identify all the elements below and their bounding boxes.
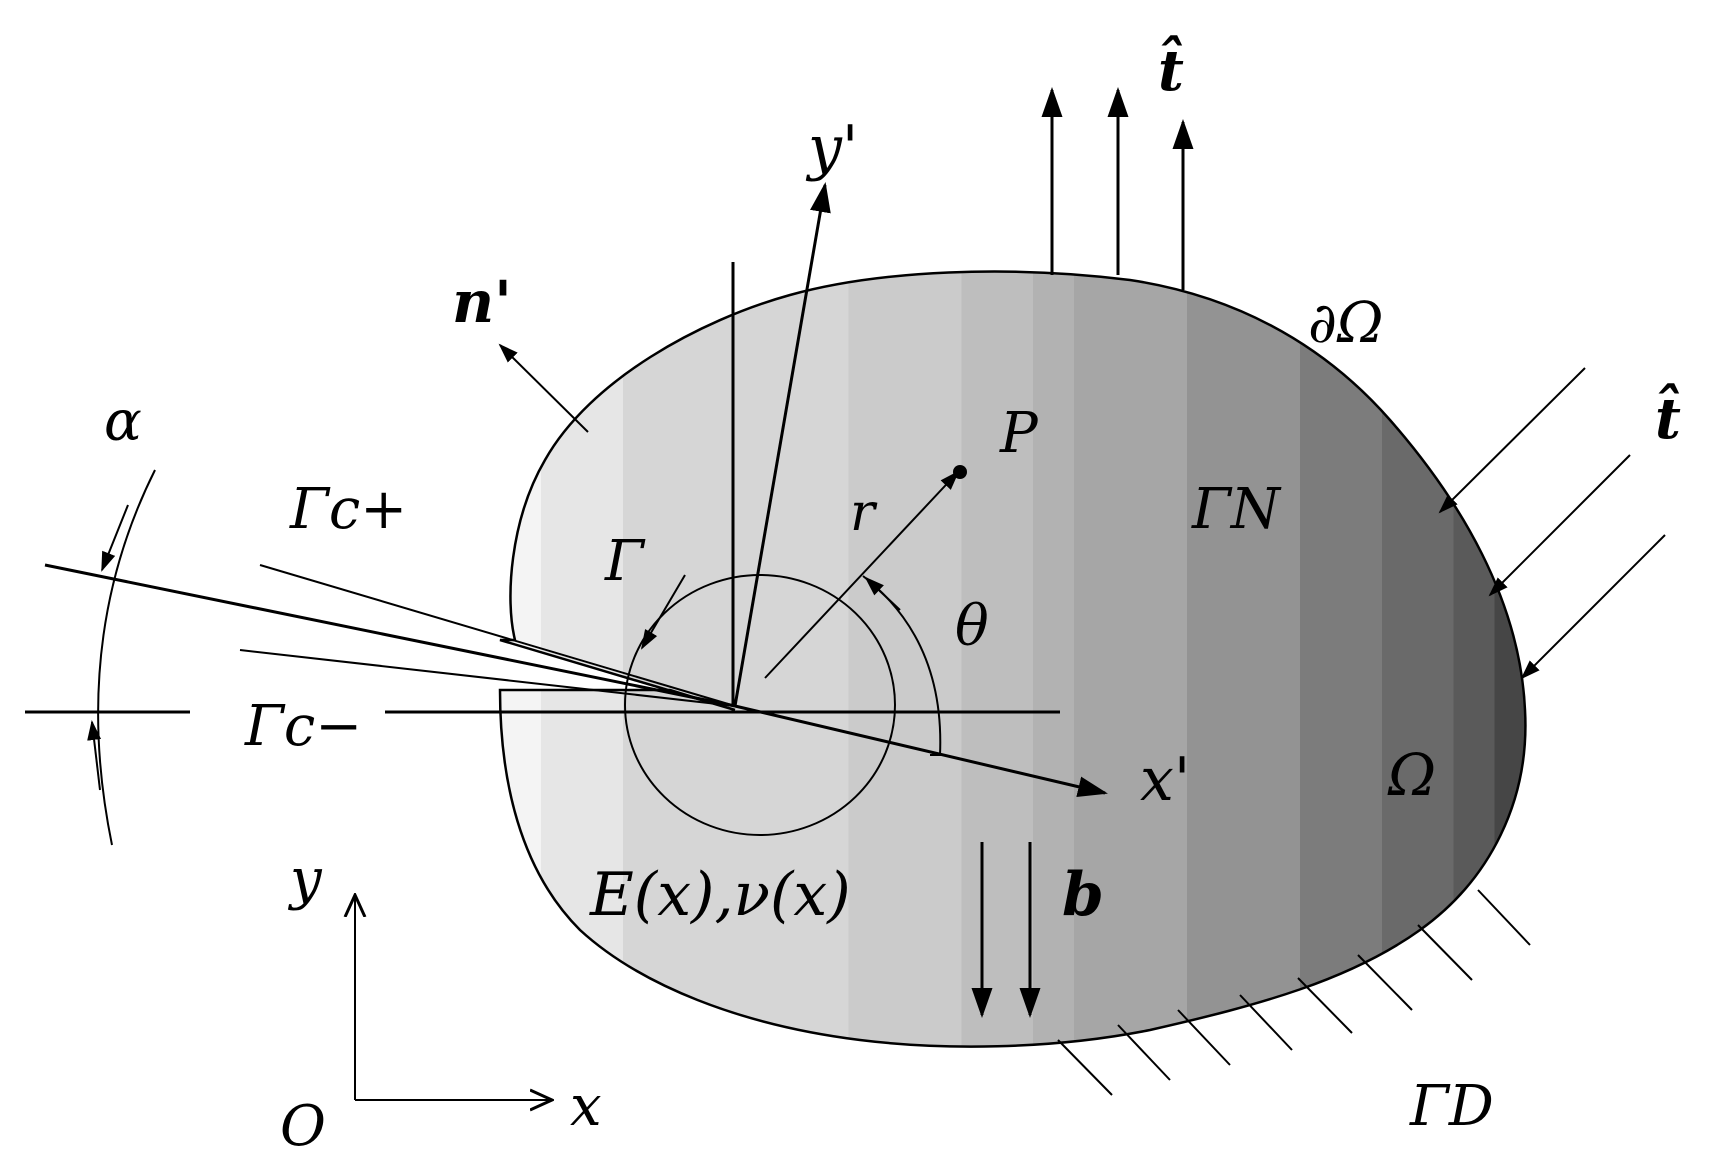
label-gamma-n: ΓN bbox=[1191, 477, 1282, 542]
traction-arrow-right-1 bbox=[1438, 367, 1586, 514]
dirichlet-hatching bbox=[1057, 889, 1531, 1096]
crack-face-lower bbox=[239, 649, 736, 707]
label-material: E(x),ν(x) bbox=[589, 860, 851, 930]
label-r: r bbox=[850, 483, 878, 543]
normal-n-prime bbox=[498, 343, 589, 433]
theta-arrow bbox=[864, 576, 901, 611]
label-omega: Ω bbox=[1387, 741, 1436, 809]
crack-face-upper bbox=[259, 564, 736, 707]
traction-arrow-right-2 bbox=[1488, 454, 1631, 597]
label-gamma-c-minus: Γc− bbox=[244, 694, 362, 759]
alpha-arrow-top bbox=[101, 504, 129, 572]
y-prime-axis bbox=[733, 182, 831, 707]
label-x: x bbox=[570, 1074, 602, 1139]
alpha-arrow-bottom bbox=[87, 720, 102, 791]
crack-extension-upper bbox=[44, 563, 736, 708]
j-integral-contour bbox=[624, 574, 896, 836]
label-b: b bbox=[1062, 860, 1104, 930]
label-n-prime: n' bbox=[452, 268, 512, 336]
traction-arrow-right-3 bbox=[1520, 534, 1666, 680]
alpha-arc bbox=[97, 469, 156, 846]
label-theta: θ bbox=[955, 594, 989, 659]
label-gamma-c-plus: Γc+ bbox=[289, 477, 407, 542]
label-x-prime: x' bbox=[1140, 745, 1190, 815]
label-p: P bbox=[999, 401, 1039, 466]
label-t-hat-right: t̂ bbox=[1655, 382, 1681, 452]
label-o: O bbox=[280, 1094, 326, 1159]
label-y: y bbox=[287, 847, 323, 912]
radius-r bbox=[764, 470, 960, 679]
label-y-prime: y' bbox=[805, 113, 858, 183]
label-gamma: Γ bbox=[604, 529, 646, 594]
x-prime-axis bbox=[734, 704, 1108, 798]
point-p bbox=[953, 465, 967, 479]
label-alpha: α bbox=[104, 389, 142, 454]
gamma-arrow bbox=[640, 574, 686, 650]
label-t-hat-top: t̂ bbox=[1158, 34, 1184, 104]
label-gamma-d: ΓD bbox=[1409, 1074, 1494, 1139]
domain-omega bbox=[498, 270, 1527, 1048]
label-boundary: ∂Ω bbox=[1308, 291, 1383, 356]
